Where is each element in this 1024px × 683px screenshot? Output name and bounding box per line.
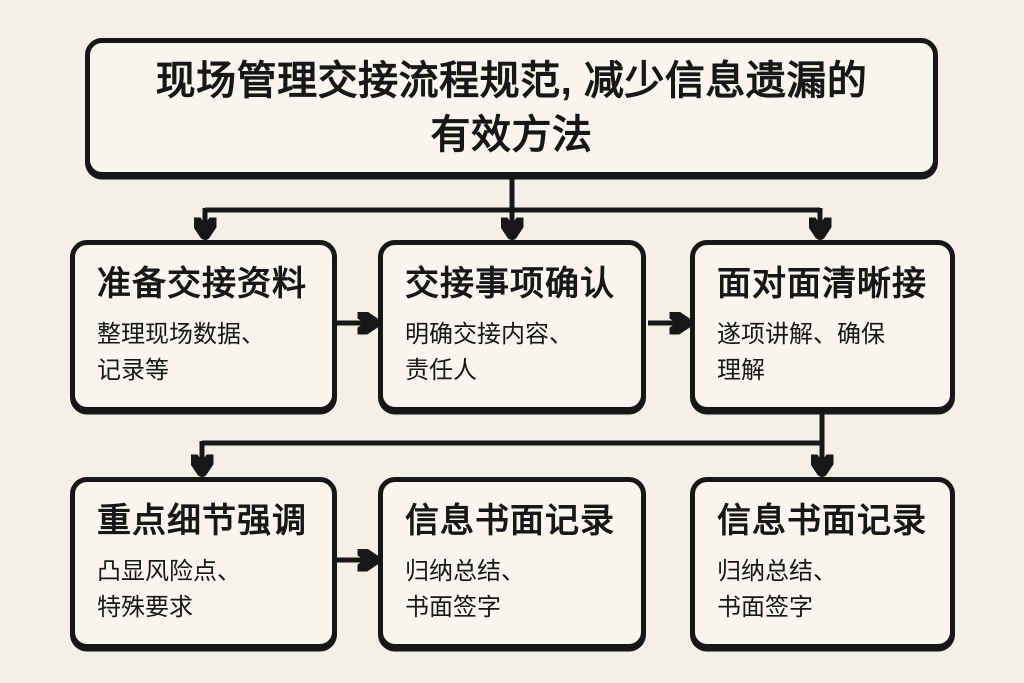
node-heading: 信息书面记录 bbox=[405, 502, 615, 540]
node-heading: 面对面清晰接 bbox=[717, 265, 927, 303]
node-body: 明确交接内容、 责任人 bbox=[405, 321, 573, 385]
page-title: 现场管理交接流程规范, 减少信息遗漏的 有效方法 bbox=[155, 58, 868, 157]
node-body: 整理现场数据、 记录等 bbox=[97, 321, 265, 385]
node-body: 凸显风险点、 特殊要求 bbox=[97, 558, 241, 622]
node-body: 遂项讲解、确保 理解 bbox=[717, 321, 885, 385]
node-heading: 交接事项确认 bbox=[405, 265, 615, 303]
node-confirm-items: 交接事项确认 明确交接内容、 责任人 bbox=[378, 240, 646, 412]
node-heading: 信息书面记录 bbox=[717, 502, 927, 540]
title-node: 现场管理交接流程规范, 减少信息遗漏的 有效方法 bbox=[85, 38, 938, 177]
node-written-record-2: 信息书面记录 归纳总结、 书面签字 bbox=[690, 477, 955, 649]
node-heading: 准备交接资料 bbox=[97, 265, 307, 303]
node-body: 归纳总结、 书面签字 bbox=[405, 558, 525, 622]
node-prepare-materials: 准备交接资料 整理现场数据、 记录等 bbox=[70, 240, 337, 412]
connector-mid-branch bbox=[202, 410, 825, 446]
node-face-to-face-handover: 面对面清晰接 遂项讲解、确保 理解 bbox=[690, 240, 955, 412]
node-body: 归纳总结、 书面签字 bbox=[717, 558, 837, 622]
node-heading: 重点细节强调 bbox=[97, 502, 307, 540]
node-written-record-1: 信息书面记录 归纳总结、 书面签字 bbox=[378, 477, 646, 649]
node-key-details-emphasis: 重点细节强调 凸显风险点、 特殊要求 bbox=[70, 477, 337, 649]
